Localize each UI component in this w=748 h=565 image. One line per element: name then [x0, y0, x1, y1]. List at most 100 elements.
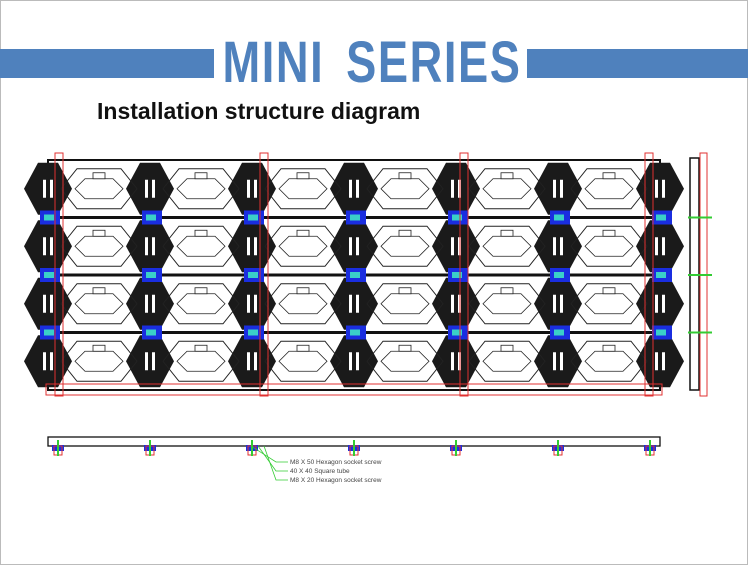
callout-label: M8 X 50 Hexagon socket screw [290, 459, 382, 466]
label-plate [296, 287, 310, 295]
hexagon-module [162, 168, 240, 210]
hexagon-inner [176, 235, 226, 257]
handle-slot [662, 237, 665, 256]
handle-slot [145, 237, 148, 256]
black-diamond-mount [228, 162, 276, 215]
hexagon-module [60, 168, 138, 210]
label-plate [92, 229, 106, 237]
hexagon-module [162, 283, 240, 325]
handle-slot [50, 294, 53, 313]
handle-slot [451, 294, 454, 313]
bracket-plate [146, 272, 156, 278]
handle-slot [145, 294, 148, 313]
bracket-plate [656, 329, 666, 336]
hexagon-module [264, 340, 342, 382]
hexagon-module [366, 340, 444, 382]
label-plate [92, 344, 106, 352]
hexagon-module [366, 225, 444, 267]
side-view [688, 152, 712, 397]
callout-label: 40 X 40 Square tube [290, 468, 350, 475]
bracket-plate [452, 214, 462, 221]
handle-slot [349, 237, 352, 256]
hexagon-module [162, 340, 240, 382]
hexagon-module [366, 283, 444, 325]
bracket-plate [44, 272, 54, 278]
hexagon-module [468, 225, 546, 267]
hexagon-inner [74, 178, 124, 200]
label-plate [92, 287, 106, 295]
handle-slot [356, 294, 359, 313]
black-diamond-mount [24, 220, 72, 273]
handle-slot [247, 179, 250, 198]
handle-slot [349, 352, 352, 371]
bracket-plate [554, 329, 564, 336]
hexagon-module [570, 283, 648, 325]
label-plate [398, 229, 412, 237]
handle-slot [662, 352, 665, 371]
label-plate [602, 229, 616, 237]
hexagon-module [60, 225, 138, 267]
black-diamond-mount [24, 335, 72, 388]
hexagon-inner [482, 235, 532, 257]
title-bar-left [0, 49, 214, 78]
hexagon-inner [584, 178, 634, 200]
label-plate [602, 287, 616, 295]
hexagon-inner [74, 350, 124, 372]
bracket-plate [146, 214, 156, 221]
handle-slot [553, 179, 556, 198]
label-plate [194, 229, 208, 237]
bracket-plate [656, 272, 666, 278]
callout-leader [263, 445, 288, 481]
hexagon-inner [482, 178, 532, 200]
handle-slot [356, 352, 359, 371]
page-title: MINI SERIES [222, 30, 522, 95]
black-diamond-mount [636, 162, 684, 215]
handle-slot [152, 352, 155, 371]
handle-slot [662, 294, 665, 313]
hexagon-inner [584, 235, 634, 257]
black-diamond-mount [126, 335, 174, 388]
handle-slot [560, 294, 563, 313]
bracket-plate [44, 329, 54, 336]
black-diamond-mount [330, 277, 378, 330]
hexagon-inner [278, 235, 328, 257]
hexagon-module [264, 225, 342, 267]
bracket-plate [350, 272, 360, 278]
label-plate [398, 172, 412, 180]
diagram-subtitle: Installation structure diagram [97, 98, 421, 124]
horizontal-square-tube [45, 383, 663, 396]
label-plate [296, 229, 310, 237]
callout-leader [250, 445, 288, 463]
hexagon-inner [380, 235, 430, 257]
label-plate [296, 172, 310, 180]
handle-slot [655, 179, 658, 198]
black-diamond-mount [330, 220, 378, 273]
hexagon-inner [584, 293, 634, 315]
hexagon-module [162, 225, 240, 267]
hexagon-module [60, 283, 138, 325]
hexagon-inner [584, 350, 634, 372]
black-diamond-mount [636, 277, 684, 330]
black-diamond-mount [330, 162, 378, 215]
bracket-plate [554, 272, 564, 278]
bracket-plate [44, 214, 54, 221]
hexagon-inner [482, 293, 532, 315]
label-plate [500, 172, 514, 180]
hexagon-inner [482, 350, 532, 372]
label-plate [398, 344, 412, 352]
front-view [24, 152, 684, 397]
black-diamond-mount [636, 335, 684, 388]
black-diamond-mount [126, 162, 174, 215]
handle-slot [451, 179, 454, 198]
handle-slot [655, 294, 658, 313]
label-plate [602, 172, 616, 180]
handle-slot [655, 352, 658, 371]
black-diamond-mount [534, 277, 582, 330]
handle-slot [560, 237, 563, 256]
callouts: M8 X 50 Hexagon socket screw 40 X 40 Squ… [290, 459, 382, 484]
black-diamond-mount [228, 277, 276, 330]
black-diamond-mount [24, 277, 72, 330]
vertical-square-tube [259, 152, 269, 397]
handle-slot [43, 237, 46, 256]
